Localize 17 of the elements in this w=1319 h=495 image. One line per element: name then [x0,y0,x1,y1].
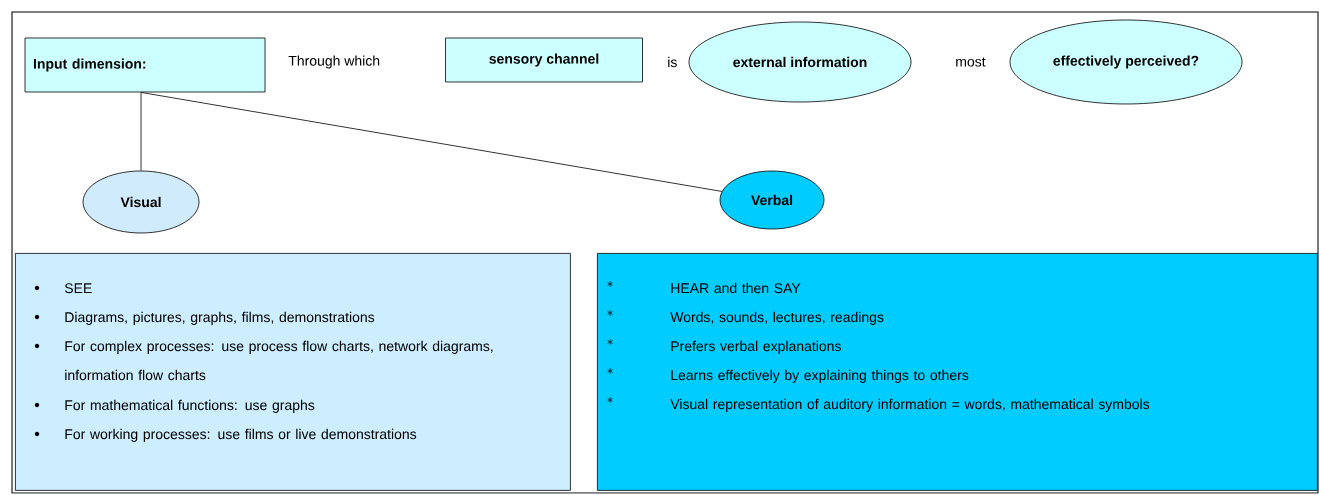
list-item: Diagrams, pictures, graphs, films, demonstrations [34,311,375,325]
list-item: Visual representation of auditory information = words, mathematical symbols [607,396,1150,412]
list-item: For working processes: use films or live demonstrations [34,428,417,442]
list-item: Prefers verbal explanations [607,338,841,354]
caption-text: is [668,56,677,68]
connector-line [140,92,723,192]
connector-line [140,92,142,171]
label-box: Input dimension: [24,37,266,93]
caption-text: most [956,57,986,67]
list-item: Words, sounds, lectures, readings [607,309,884,325]
label-box: sensory channel [445,37,643,83]
list-item: SEE [34,283,92,294]
list-item: For mathematical functions: use graphs [34,399,315,413]
caption-text: Through which [288,55,380,69]
list-item: For complex processes: use process flow charts, network diagrams, information flow charts [34,340,493,381]
list-item: Learns effectively by explaining things to others [607,367,969,383]
list-item: HEAR and then SAY [607,280,801,294]
